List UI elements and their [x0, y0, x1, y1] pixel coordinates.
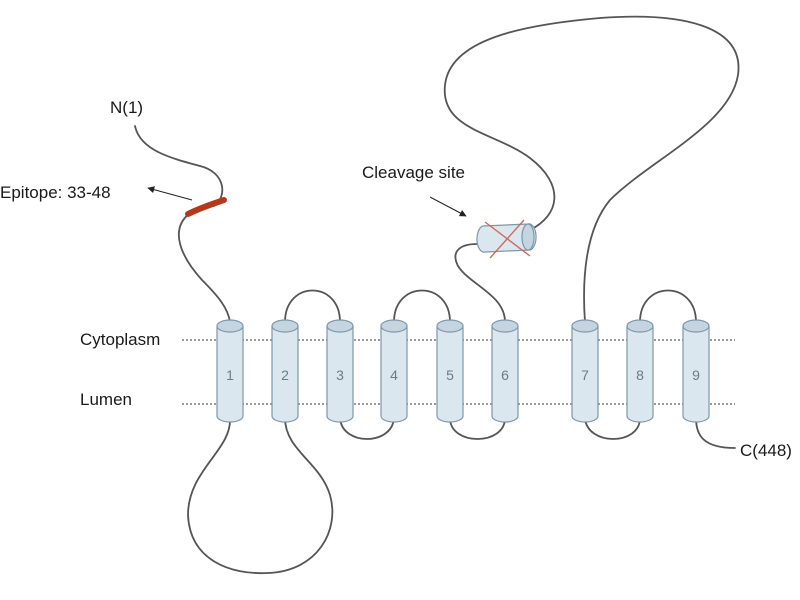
cleavage-cross-line-2	[489, 219, 525, 259]
epitope-label: Epitope: 33-48	[0, 183, 111, 202]
cleavage-site-marker	[476, 219, 537, 259]
helix-top	[380, 319, 408, 333]
cyto-loop-6-to-cleavage	[454, 243, 506, 323]
transmembrane-helices: 1 2 3 4 5 6 7 8 9	[216, 319, 710, 423]
n-terminus-label: N(1)	[110, 98, 143, 117]
helix-top	[271, 319, 299, 333]
helix-body	[271, 325, 299, 423]
helix-body	[216, 325, 244, 423]
lumen-label: Lumen	[80, 390, 132, 409]
helix-1: 1	[216, 319, 244, 423]
epitope-arrow	[147, 186, 193, 201]
helix-top	[682, 319, 710, 333]
helix-5: 5	[436, 319, 464, 423]
helix-number: 9	[692, 367, 700, 383]
helix-number: 8	[636, 367, 644, 383]
cyto-loop-2-3	[284, 289, 341, 323]
helix-body	[491, 325, 519, 423]
helix-top	[626, 319, 654, 333]
helix-4: 4	[380, 319, 408, 423]
polypeptide-chain	[134, 15, 740, 575]
helix-body	[380, 325, 408, 423]
large-cytoplasmic-loop	[444, 15, 740, 323]
helix-number: 5	[446, 367, 454, 383]
c-terminus-label: C(448)	[740, 441, 792, 460]
epitope-segment	[185, 197, 227, 217]
cytoplasm-label: Cytoplasm	[80, 330, 160, 349]
cyto-loop-4-5	[393, 289, 451, 323]
lumen-loop-1-2	[187, 417, 334, 575]
helix-body	[571, 325, 599, 423]
helix-body	[626, 325, 654, 423]
helix-number: 2	[281, 367, 289, 383]
helix-top	[491, 319, 519, 333]
helix-7: 7	[571, 319, 599, 423]
helix-number: 3	[336, 367, 344, 383]
helix-top	[326, 319, 354, 333]
helix-6: 6	[491, 319, 519, 423]
helix-number: 4	[390, 367, 398, 383]
helix-number: 7	[581, 367, 589, 383]
c-terminal-tail	[695, 417, 736, 449]
lumen-loop-3-4	[339, 417, 395, 440]
helix-3: 3	[326, 319, 354, 423]
helix-top	[216, 319, 244, 333]
helix-body	[326, 325, 354, 423]
helix-body	[436, 325, 464, 423]
lumen-loop-7-8	[584, 417, 641, 440]
helix-body	[682, 325, 710, 423]
cyto-loop-8-9	[639, 289, 697, 323]
n-terminal-to-helix-1	[178, 212, 231, 323]
helix-number: 1	[226, 367, 234, 383]
cleavage-arrow	[429, 196, 467, 217]
helix-9: 9	[682, 319, 710, 423]
lumen-loop-5-6	[449, 417, 506, 440]
helix-top	[571, 319, 599, 333]
n-terminal-tail	[134, 125, 224, 207]
helix-8: 8	[626, 319, 654, 423]
helix-number: 6	[501, 367, 509, 383]
helix-2: 2	[271, 319, 299, 423]
cleavage-cylinder-end	[521, 223, 535, 251]
helix-top	[436, 319, 464, 333]
cleavage-site-label: Cleavage site	[362, 163, 465, 182]
